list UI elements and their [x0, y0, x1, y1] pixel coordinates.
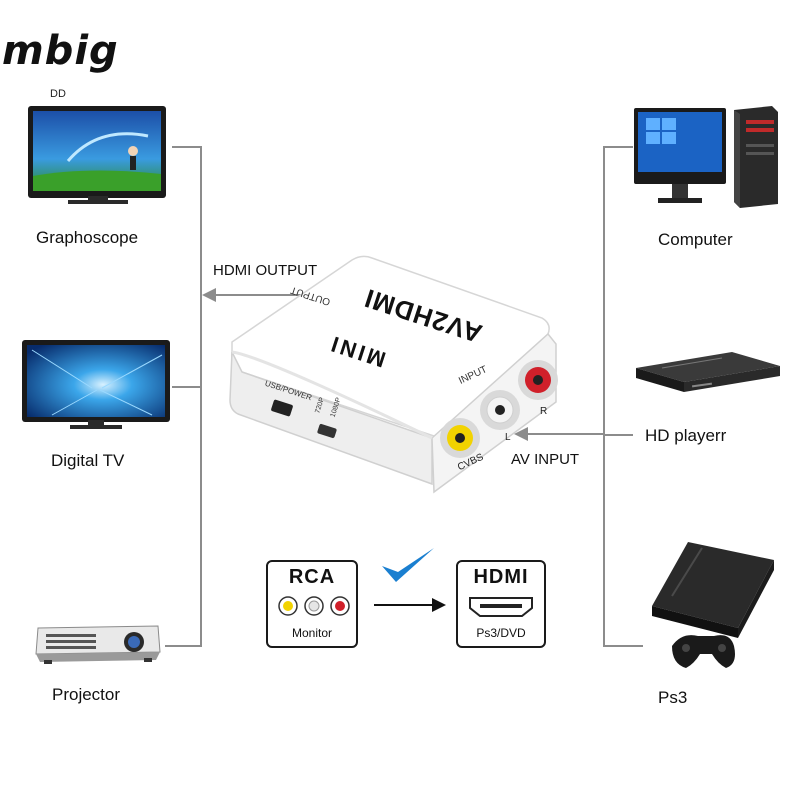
game-console-icon	[652, 542, 774, 668]
output-bracket-bottom	[165, 645, 202, 647]
input-item-label-hd-player: HD playerr	[645, 426, 727, 445]
output-bracket-top	[172, 146, 202, 148]
output-bracket-middle	[172, 386, 202, 388]
rca-badge-sub: Monitor	[291, 626, 332, 640]
output-bracket-vertical	[200, 146, 202, 646]
device-port-r-text: R	[540, 406, 548, 417]
brand-sub: DD	[50, 88, 66, 100]
rca-white-port	[480, 390, 520, 430]
output-item-label-digital-tv: Digital TV	[51, 451, 125, 470]
graphoscope-tv-icon	[28, 106, 166, 204]
hdmi-output-label: HDMI OUTPUT	[213, 262, 318, 279]
device-port-l-text: L	[505, 432, 511, 443]
input-item-label-computer: Computer	[658, 230, 733, 249]
conversion-arrow	[374, 598, 446, 612]
input-bracket-vertical	[603, 146, 605, 646]
hdmi-port-icon	[469, 597, 533, 617]
rca-badge-title: RCA	[288, 566, 336, 588]
input-bracket-middle	[603, 434, 633, 436]
hdmi-badge-sub: Ps3/DVD	[476, 626, 526, 640]
rca-yellow-port	[440, 418, 480, 458]
output-item-label-graphoscope: Graphoscope	[36, 228, 139, 247]
input-item-label-ps3: Ps3	[658, 688, 688, 707]
hdmi-badge: HDMI Ps3/DVD	[456, 560, 546, 648]
converter-device	[229, 255, 558, 494]
av-input-arrow	[514, 427, 605, 441]
input-bracket-top	[603, 146, 633, 148]
input-bracket-bottom	[603, 645, 643, 647]
rca-badge: RCA Monitor	[266, 560, 358, 648]
rca-red-port	[518, 360, 558, 400]
dvd-player-icon	[636, 352, 780, 392]
brand-logo: mbig	[2, 28, 119, 74]
output-item-label-projector: Projector	[52, 685, 121, 704]
rca-connectors-icon	[278, 596, 350, 616]
hdmi-badge-title: HDMI	[473, 566, 529, 588]
av-input-label: AV INPUT	[511, 451, 580, 468]
checkmark-icon	[382, 548, 434, 582]
projector-icon	[35, 625, 161, 664]
computer-icon	[634, 106, 778, 208]
digital-tv-icon	[22, 340, 170, 429]
